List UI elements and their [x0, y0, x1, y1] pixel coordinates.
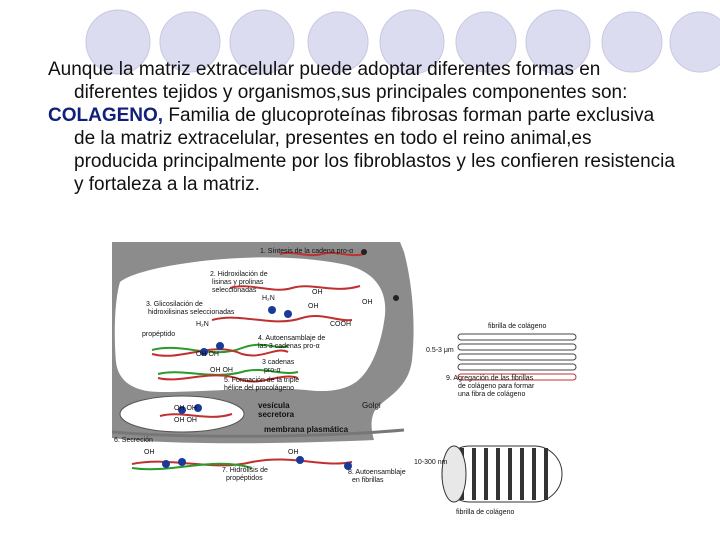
- label-step4d: pro-α: [264, 367, 281, 374]
- assembled-chains: [151, 343, 289, 354]
- collagen-synthesis-figure: 1. Síntesis de la cadena pro-α 2. Hidrox…: [111, 242, 582, 518]
- label-step1: 1. Síntesis de la cadena pro-α: [260, 248, 353, 255]
- label-step7a: 7. Hidrólisis de: [222, 467, 268, 474]
- collagen-paragraph: COLAGENO, Familia de glucoproteínas fibr…: [48, 104, 678, 196]
- sugar-residues: [162, 306, 352, 470]
- label-step3b: hidroxilisinas seleccionadas: [148, 309, 235, 316]
- slide-body: Aunque la matriz extracelular puede adop…: [48, 58, 678, 196]
- label-ohoh-3: OH OH: [174, 405, 197, 412]
- label-fibrilla: fibrilla de colágeno: [488, 323, 546, 330]
- label-oh-2: OH: [362, 299, 373, 306]
- label-step8b: en fibrillas: [352, 477, 384, 484]
- label-ohoh-2: OH OH: [210, 367, 233, 374]
- label-step9c: una fibra de colágeno: [458, 391, 525, 398]
- label-step2b: lisinas y prolinas: [212, 279, 264, 286]
- collagen-fibre: [457, 333, 577, 381]
- triple-helix: [157, 369, 299, 376]
- label-nm: 10-300 nm: [414, 459, 448, 466]
- label-step5b: hélice del procolágeno: [224, 385, 294, 392]
- label-ohoh-4: OH OH: [174, 417, 197, 424]
- decorative-circles: [85, 9, 720, 75]
- label-step2c: seleccionadas: [212, 287, 257, 294]
- label-golgi: Golgi: [362, 401, 381, 410]
- intro-paragraph: Aunque la matriz extracelular puede adop…: [48, 59, 628, 103]
- label-ohoh-1: OH OH: [196, 351, 219, 358]
- label-step8a: 8. Autoensamblaje: [348, 469, 406, 476]
- label-step3a: 3. Glicosilación de: [146, 301, 203, 308]
- procollagen-in-vesicle: [159, 413, 233, 418]
- collagen-description: Familia de glucoproteínas fibrosas forma…: [74, 105, 675, 195]
- label-oh-4: OH: [144, 449, 155, 456]
- label-membrana: membrana plasmática: [264, 425, 349, 434]
- collagen-diagram: 1. Síntesis de la cadena pro-α 2. Hidrox…: [111, 242, 577, 516]
- label-h2n-2: H₂N: [196, 321, 209, 328]
- triple-helix-2: [157, 374, 299, 383]
- hydroxylated-chain: [229, 285, 361, 291]
- ribosomes: [361, 249, 399, 301]
- label-step4a: 4. Autoensamblaje de: [258, 335, 325, 342]
- label-cooh: COOH: [330, 321, 351, 328]
- label-step4c: 3 cadenas: [262, 359, 295, 366]
- glycosylated-chain: [211, 315, 353, 323]
- label-oh-5: OH: [288, 449, 299, 456]
- label-step5a: 5. Formación de la triple: [224, 377, 299, 384]
- label-h2n-1: H₂N: [262, 295, 275, 302]
- label-propeptido: propéptido: [142, 331, 175, 338]
- label-vesicula2: secretora: [258, 410, 295, 419]
- label-step9a: 9. Agregación de las fibrillas: [446, 375, 534, 382]
- label-oh-3: OH: [308, 303, 319, 310]
- label-step4b: las 3 cadenas pro-α: [258, 343, 320, 350]
- label-step2a: 2. Hidroxilación de: [210, 271, 268, 278]
- label-fibrilla2: fibrilla de colágeno: [456, 509, 514, 516]
- pro-alpha-chain: [279, 251, 365, 257]
- label-step7b: propéptidos: [226, 475, 263, 482]
- label-size: 0.5-3 μm: [426, 347, 454, 354]
- large-fibril: [441, 445, 563, 503]
- endoplasmic-reticulum: [114, 257, 386, 392]
- collagen-term: COLAGENO,: [48, 105, 164, 126]
- assembled-chains-2: [151, 348, 289, 357]
- label-step9b: de colágeno para formar: [458, 383, 535, 390]
- label-step6: 6. Secreción: [114, 437, 153, 444]
- extracellular-region: [112, 438, 422, 512]
- secreted-procollagen-2: [131, 462, 253, 471]
- label-vesicula1: vesícula: [258, 401, 290, 410]
- label-oh-1: OH: [312, 289, 323, 296]
- plasma-membrane: [111, 428, 405, 438]
